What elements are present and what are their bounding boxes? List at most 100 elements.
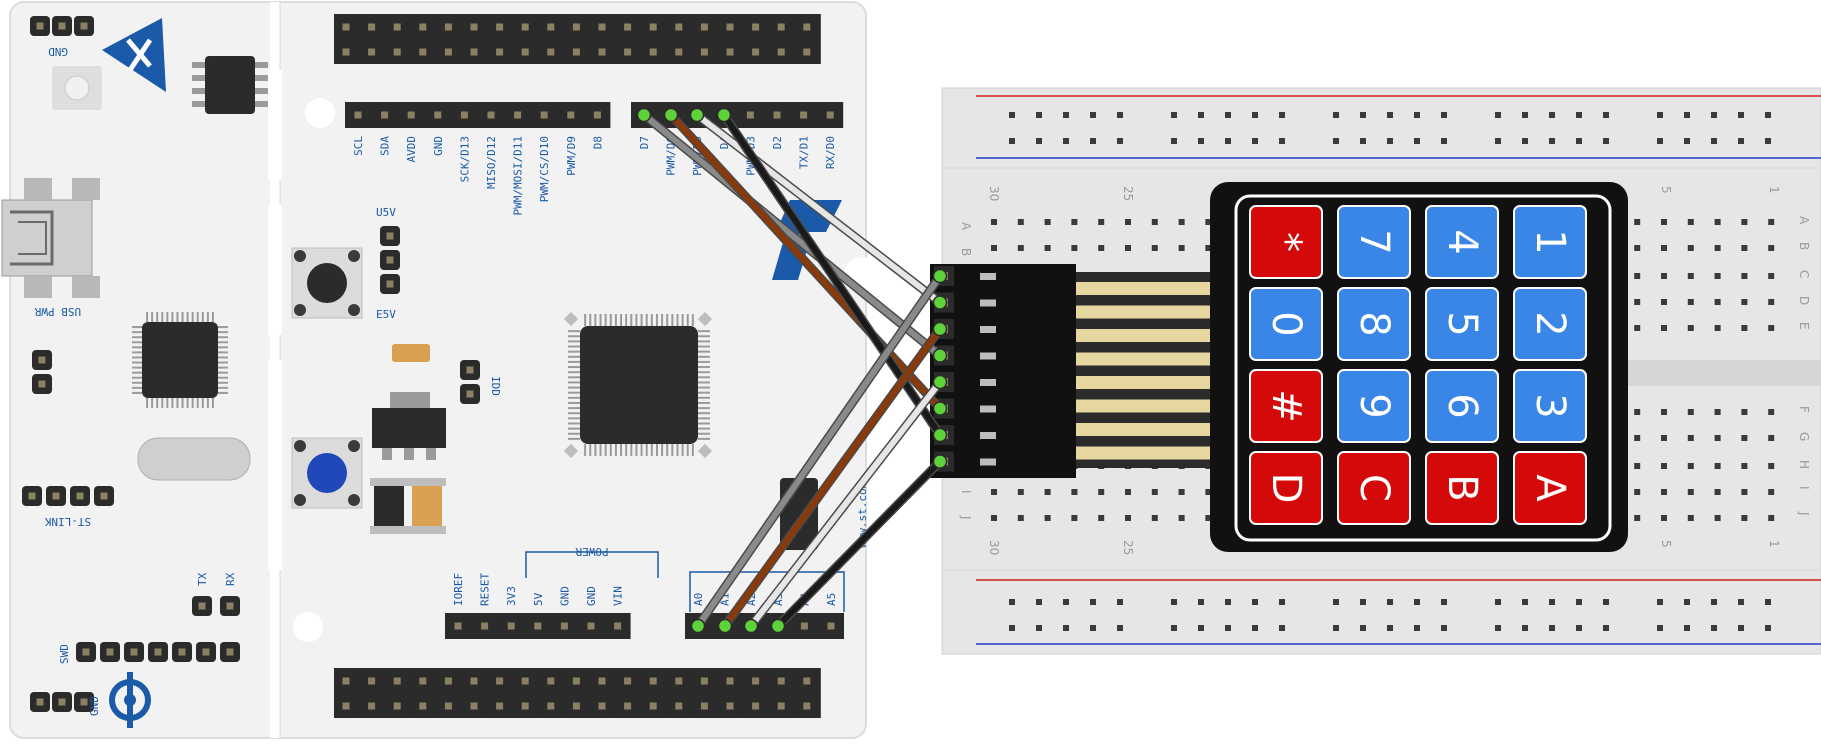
e5v-label: E5V xyxy=(376,308,396,321)
key-8[interactable]: 8 xyxy=(1337,287,1411,361)
gnd-top-pins xyxy=(30,16,94,36)
morpho-pin xyxy=(361,696,382,716)
morpho-pin xyxy=(566,42,587,62)
row-letter: H xyxy=(1797,460,1811,469)
morpho-pin xyxy=(694,671,715,691)
header-pin xyxy=(581,616,601,636)
power-label: POWER xyxy=(575,545,608,558)
svg-text:25: 25 xyxy=(1121,540,1135,555)
morpho-header-top xyxy=(334,14,821,64)
key-B[interactable]: B xyxy=(1425,451,1499,525)
key-label: 1 xyxy=(1527,229,1573,254)
morpho-pin xyxy=(796,671,817,691)
mounting-hole xyxy=(293,612,323,642)
pin-label: SCK/D13 xyxy=(458,136,471,182)
morpho-pin xyxy=(540,17,561,37)
morpho-pin xyxy=(438,17,459,37)
breadboard-row-letters-left: A B I J xyxy=(959,222,973,520)
morpho-pin xyxy=(771,42,792,62)
morpho-pin xyxy=(540,671,561,691)
header-pin xyxy=(348,105,368,125)
header-pin xyxy=(507,105,528,125)
morpho-pin xyxy=(438,42,459,62)
key-7[interactable]: 7 xyxy=(1337,205,1411,279)
key-label: C xyxy=(1351,474,1397,502)
swd-pins xyxy=(76,642,240,662)
key-C[interactable]: C xyxy=(1337,451,1411,525)
row-letter: B xyxy=(1797,242,1811,250)
key-D[interactable]: D xyxy=(1249,451,1323,525)
morpho-pin xyxy=(387,17,408,37)
header-pin xyxy=(740,105,761,125)
user-button[interactable] xyxy=(291,247,363,319)
morpho-pin xyxy=(720,696,740,716)
row-letter: J xyxy=(1797,511,1811,516)
morpho-pin xyxy=(745,17,766,37)
key-*[interactable]: * xyxy=(1249,205,1323,279)
stlink-mcu xyxy=(132,312,228,408)
row-letter: I xyxy=(1797,486,1811,490)
voltage-regulator xyxy=(372,392,446,460)
key-0[interactable]: 0 xyxy=(1249,287,1323,361)
morpho-pin xyxy=(694,696,715,716)
morpho-pin xyxy=(336,671,356,691)
gnd-bottom-pins xyxy=(30,692,94,712)
header-pin xyxy=(554,616,575,636)
ic-chip-small xyxy=(192,56,268,114)
key-3[interactable]: 3 xyxy=(1513,369,1587,443)
morpho-pin xyxy=(336,42,356,62)
header-pin xyxy=(560,105,581,125)
capacitor xyxy=(392,344,430,362)
svg-text:30: 30 xyxy=(987,186,1001,201)
pin-label: SDA xyxy=(379,136,392,156)
svg-text:25: 25 xyxy=(1121,186,1135,201)
morpho-pin xyxy=(336,17,356,37)
morpho-pin xyxy=(592,17,612,37)
key-4[interactable]: 4 xyxy=(1425,205,1499,279)
pin-label: AVDD xyxy=(405,136,418,163)
morpho-pin xyxy=(668,17,689,37)
row-letter: F xyxy=(1797,406,1811,413)
morpho-pin xyxy=(566,696,587,716)
header-pin xyxy=(454,105,475,125)
key-1[interactable]: 1 xyxy=(1513,205,1587,279)
pin-label: GND xyxy=(558,586,571,606)
pin-label: GND xyxy=(585,586,598,606)
key-#[interactable]: # xyxy=(1249,369,1323,443)
key-A[interactable]: A xyxy=(1513,451,1587,525)
key-5[interactable]: 5 xyxy=(1425,287,1499,361)
svg-text:B: B xyxy=(959,248,973,256)
wire-d7 xyxy=(636,107,948,363)
key-label: 3 xyxy=(1527,393,1573,418)
reset-button[interactable] xyxy=(291,437,363,509)
tx-label: TX xyxy=(196,572,209,586)
pin-label: RX/D0 xyxy=(824,136,837,169)
header-pin xyxy=(427,105,448,125)
keypad-ribbon-cable xyxy=(1074,272,1214,468)
pin-label: IOREF xyxy=(452,573,465,606)
svg-text:5: 5 xyxy=(1659,540,1673,548)
gnd-top-label: GND xyxy=(48,45,68,58)
morpho-pin xyxy=(771,671,792,691)
rx-label: RX xyxy=(224,572,237,586)
key-label: D xyxy=(1263,473,1309,504)
morpho-pin xyxy=(617,671,638,691)
u5v-label: U5V xyxy=(376,206,396,219)
pin-label: VIN xyxy=(612,586,625,606)
diode xyxy=(370,478,408,534)
row-letter: E xyxy=(1797,322,1811,330)
idd-label: IDD xyxy=(489,376,502,396)
morpho-pin xyxy=(668,42,689,62)
key-9[interactable]: 9 xyxy=(1337,369,1411,443)
keypad-connector xyxy=(930,264,1076,478)
key-6[interactable]: 6 xyxy=(1425,369,1499,443)
wire-d6 xyxy=(663,107,948,416)
morpho-pin xyxy=(643,17,664,37)
usb-connector xyxy=(1,178,100,298)
morpho-pin xyxy=(438,696,459,716)
row-letter: G xyxy=(1797,432,1811,441)
key-2[interactable]: 2 xyxy=(1513,287,1587,361)
morpho-pin xyxy=(489,696,510,716)
